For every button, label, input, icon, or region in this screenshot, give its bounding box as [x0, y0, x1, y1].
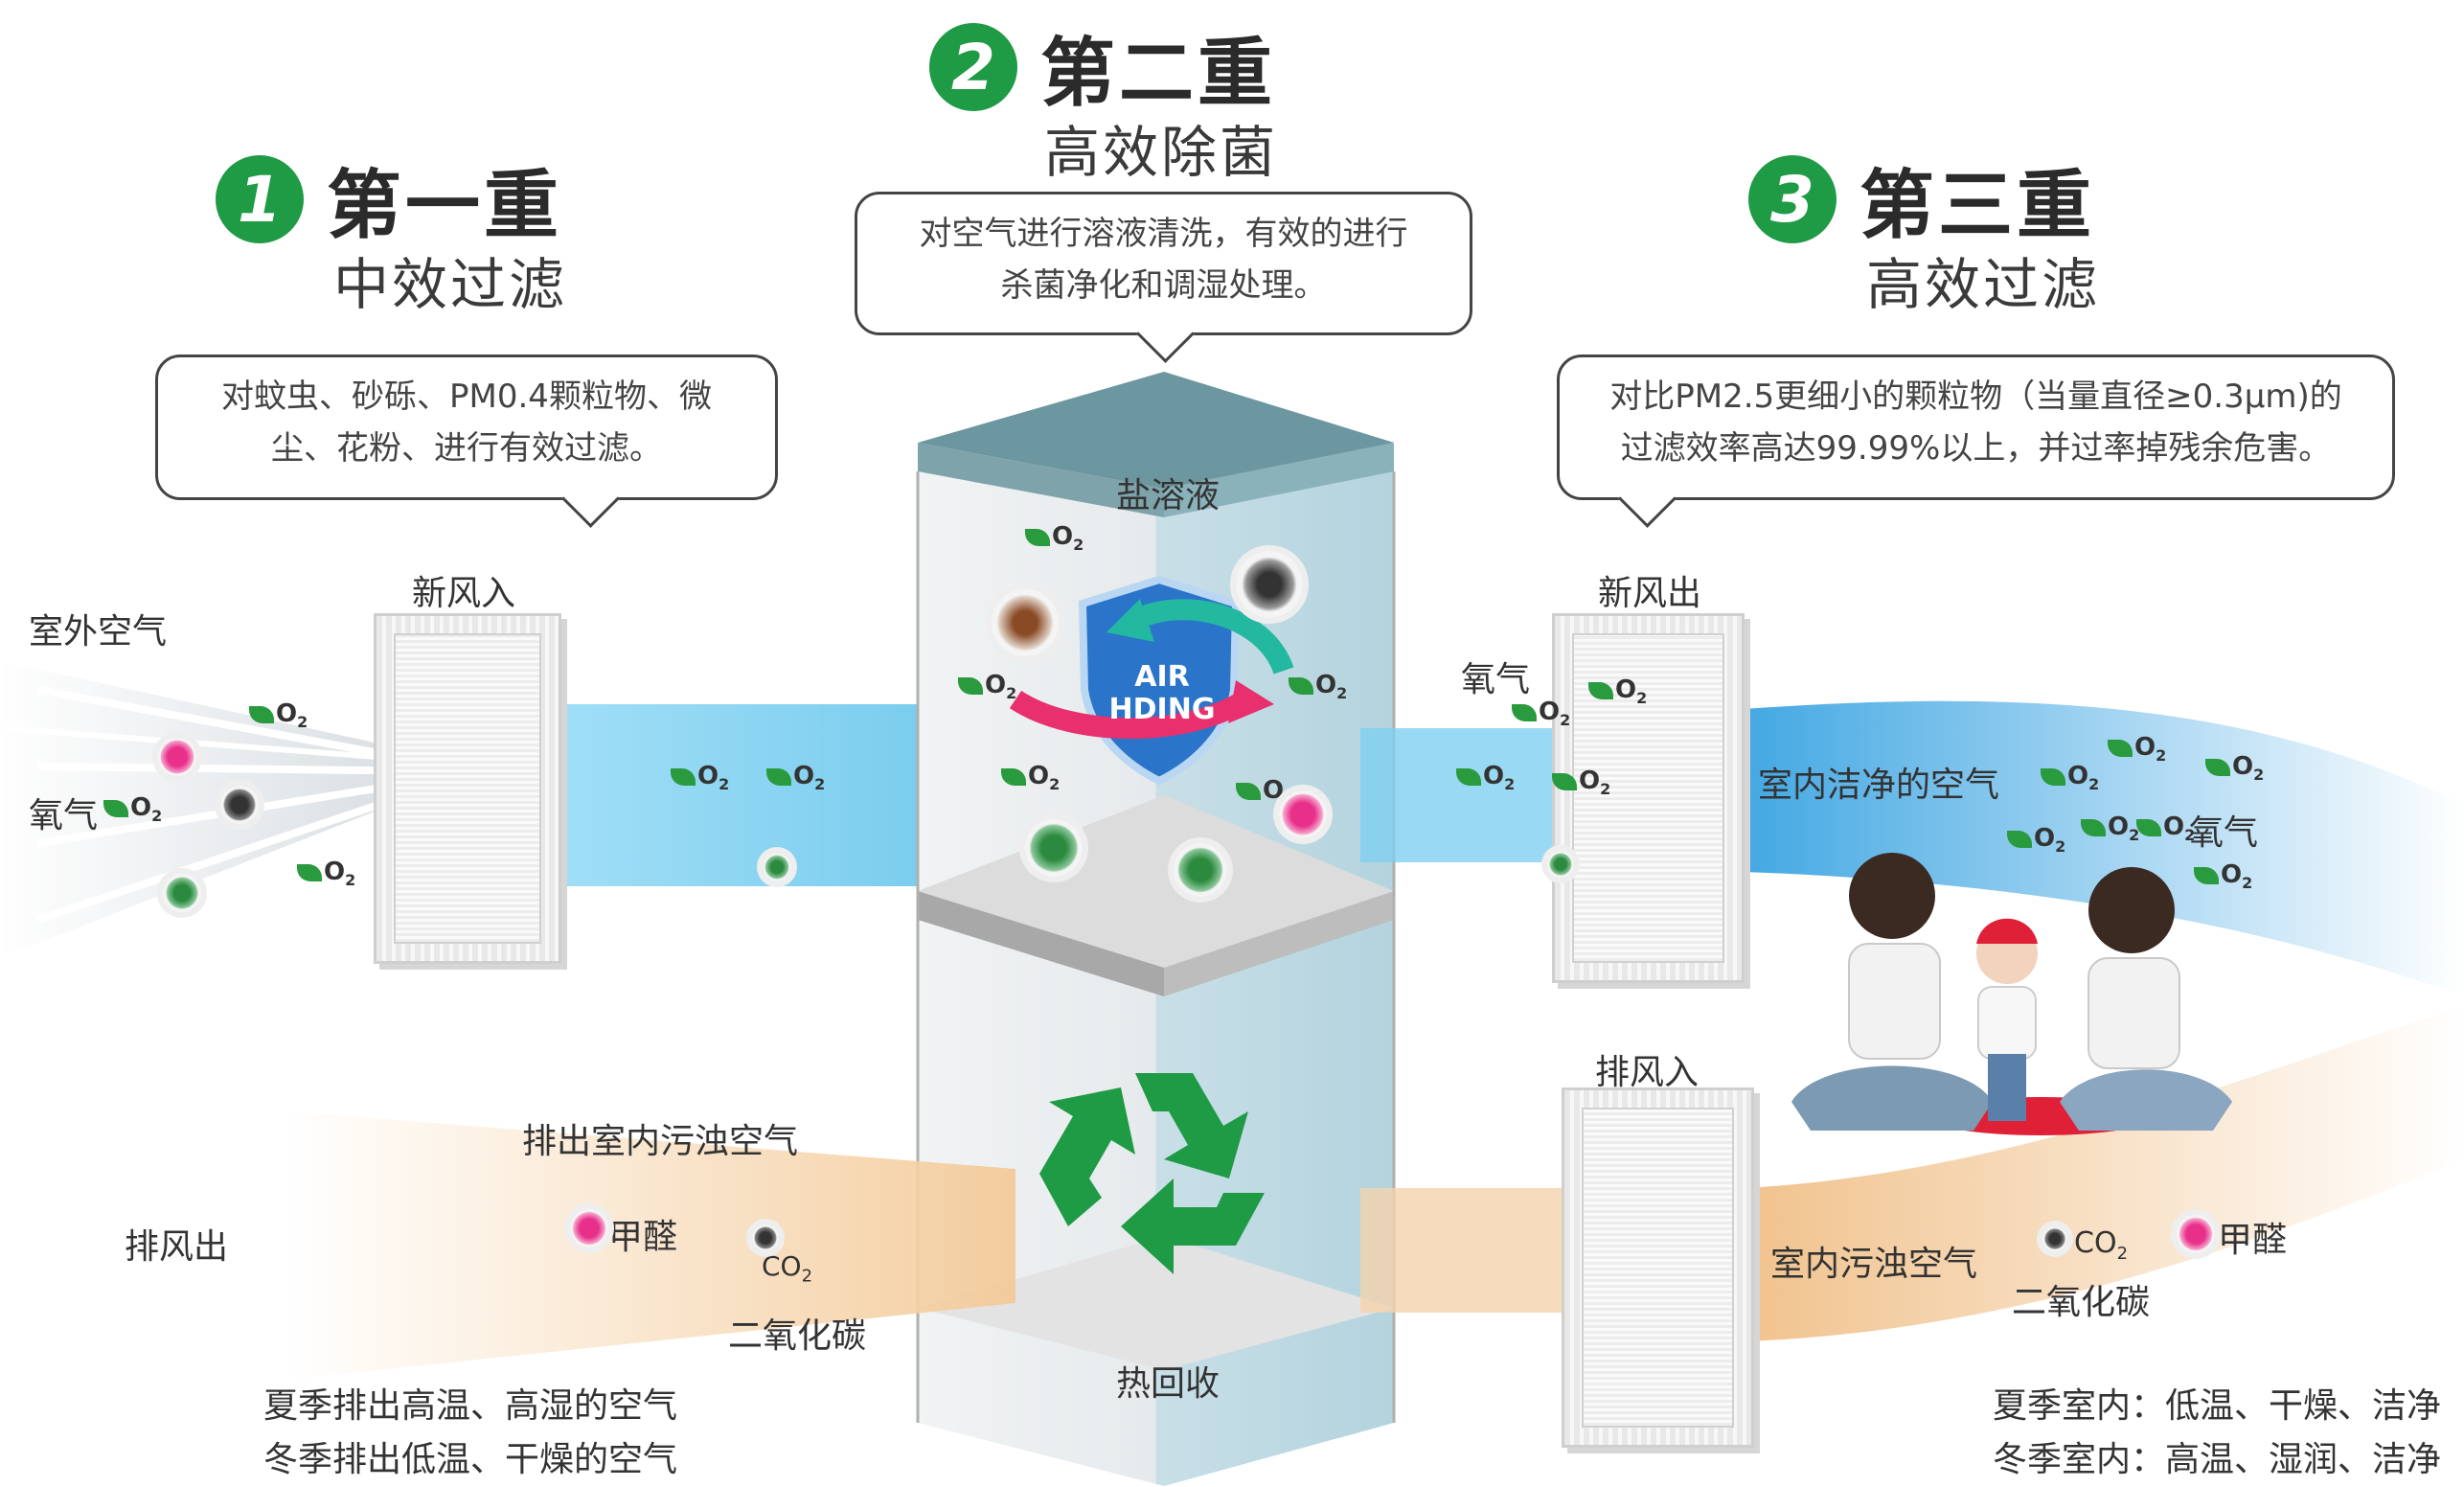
recycle-icon — [1039, 1073, 1265, 1274]
dust-particle — [1236, 551, 1303, 618]
o2-marker: O2 — [1588, 675, 1647, 707]
stage3-subtitle: 高效过滤 — [1866, 252, 2101, 317]
o2-marker: O2 — [2041, 762, 2099, 793]
indoor-condition-notes: 夏季室内：低温、干燥、洁净 冬季室内：高温、湿润、洁净 — [1993, 1380, 2441, 1487]
oxygen-right-label: 氧气 — [2189, 813, 2259, 853]
o2-marker: O2 — [958, 671, 1016, 702]
o2-marker: O2 — [103, 793, 162, 825]
bacteria-particle — [763, 853, 791, 881]
formaldehyde-particle — [2177, 1215, 2215, 1253]
o2-marker: O2 — [1289, 671, 1347, 702]
stage2-title: 第二重 — [1040, 31, 1277, 117]
stage1-header: 1 第一重 — [216, 146, 562, 253]
o2-marker: O2 — [2081, 812, 2139, 844]
indoor-note-winter: 冬季室内：高温、湿润、洁净 — [1993, 1440, 2442, 1479]
o2-marker: O2 — [766, 762, 825, 793]
exhaust-air-stream — [287, 1111, 1015, 1380]
co2-right-label: CO2 — [2074, 1226, 2129, 1264]
co2-particle — [752, 1224, 779, 1251]
stage1-bubble: 对蚊虫、砂砾、PM0.4颗粒物、微 尘、花粉、进行有效过滤。 — [155, 355, 778, 528]
o2-marker: O2 — [249, 699, 308, 731]
o2-marker: O2 — [2194, 860, 2252, 892]
co2-particle — [2042, 1226, 2067, 1251]
stage2-header: 2 第二重 — [929, 13, 1276, 121]
fresh-in-label: 新风入 — [412, 574, 516, 613]
formaldehyde-particle — [570, 1209, 608, 1247]
exhaust-note-summer: 夏季排出高温、高湿的空气 — [263, 1386, 678, 1426]
stage1-bubble-line1: 对蚊虫、砂砾、PM0.4颗粒物、微 — [221, 377, 712, 416]
formaldehyde-particle — [158, 738, 196, 776]
o2-marker: O2 — [2136, 812, 2195, 844]
bacteria-particle — [1174, 843, 1227, 897]
discharge-dirty-label: 排出室内污浊空气 — [522, 1122, 799, 1161]
oxygen-left-label: 氧气 — [29, 796, 99, 835]
salt-solution-label: 盐溶液 — [1116, 476, 1221, 515]
indoor-clean-air-label: 室内洁净的空气 — [1758, 766, 2000, 805]
o2-marker: O2 — [1512, 698, 1570, 729]
bacteria-particle — [1025, 819, 1083, 877]
o2-marker: O2 — [1552, 766, 1610, 798]
stage2-bubble-line2: 杀菌净化和调湿处理。 — [1000, 266, 1327, 305]
o2-marker: O2 — [297, 858, 355, 889]
o2-marker: O2 — [1001, 762, 1060, 793]
stage2-bubble: 对空气进行溶液清洗，有效的进行 杀菌净化和调湿处理。 — [855, 192, 1472, 363]
stage1-subtitle: 中效过滤 — [333, 252, 568, 317]
exhaust-in-label: 排风入 — [1595, 1053, 1700, 1092]
stage3-bubble-line1: 对比PM2.5更细小的颗粒物（当量直径≥0.3μm)的 — [1609, 377, 2342, 416]
co2-left-label: CO2 — [762, 1250, 813, 1287]
formaldehyde-right-label: 甲醛 — [2218, 1221, 2288, 1260]
purification-tower — [916, 372, 1396, 1486]
o2-marker: O2 — [2108, 733, 2166, 765]
o2-marker: O2 — [2007, 824, 2065, 856]
stage1-title: 第一重 — [327, 163, 563, 249]
o2-marker: O2 — [1025, 522, 1084, 554]
stage2-bubble-line1: 对空气进行溶液清洗，有效的进行 — [919, 215, 1408, 253]
heat-recovery-label: 热回收 — [1116, 1364, 1221, 1404]
indoor-dirty-label: 室内污浊空气 — [1770, 1245, 1978, 1284]
outdoor-air-label: 室外空气 — [29, 612, 168, 652]
bacteria-particle — [1547, 851, 1574, 878]
formaldehyde-particle — [1279, 790, 1327, 838]
o2-marker: O2 — [671, 762, 729, 793]
co2-name-right-label: 二氧化碳 — [2012, 1283, 2151, 1322]
stage3-number: 3 — [1748, 155, 1837, 243]
oxygen-right-top-label: 氧气 — [1461, 660, 1531, 699]
air-shield-icon — [1009, 575, 1294, 786]
exhaust-note-winter: 冬季排出低温、干燥的空气 — [263, 1440, 678, 1479]
indoor-note-summer: 夏季室内：低温、干燥、洁净 — [1993, 1386, 2442, 1426]
co2-name-left-label: 二氧化碳 — [728, 1316, 867, 1356]
bacteria-particle — [163, 874, 201, 912]
dust-particle — [220, 786, 259, 824]
hepa-filter-supply — [1552, 613, 1745, 983]
medium-filter — [374, 613, 561, 964]
fresh-out-label: 新风出 — [1598, 574, 1702, 613]
o2-marker: O2 — [1456, 762, 1515, 793]
stage1-bubble-line2: 尘、花粉、进行有效过滤。 — [271, 429, 662, 468]
indoor-dirty-air-stream — [1744, 1006, 2464, 1341]
shield-text: AIR HDING — [1108, 660, 1216, 726]
stage2-number: 2 — [929, 23, 1017, 111]
hepa-filter-exhaust — [1562, 1087, 1754, 1448]
stage1-number: 1 — [216, 155, 304, 243]
outgoing-clean-air — [1744, 700, 2464, 996]
stage3-bubble-line2: 过滤效率高达99.99%以上，并过率掉残余危害。 — [1620, 429, 2332, 468]
o2-marker: O2 — [2205, 752, 2264, 784]
summer-winter-exhaust-notes: 夏季排出高温、高湿的空气 冬季排出低温、干燥的空气 — [263, 1380, 677, 1487]
exhaust-out-label: 排风出 — [125, 1227, 229, 1267]
stage3-bubble: 对比PM2.5更细小的颗粒物（当量直径≥0.3μm)的 过滤效率高达99.99%… — [1557, 355, 2395, 528]
stage3-header: 3 第三重 — [1748, 146, 2095, 253]
family-illustration — [1791, 853, 2232, 1135]
formaldehyde-left-label: 甲醛 — [608, 1218, 678, 1257]
stage2-subtitle: 高效除菌 — [1044, 120, 1279, 185]
insect-particle — [992, 589, 1059, 656]
stage3-title: 第三重 — [1859, 163, 2096, 249]
